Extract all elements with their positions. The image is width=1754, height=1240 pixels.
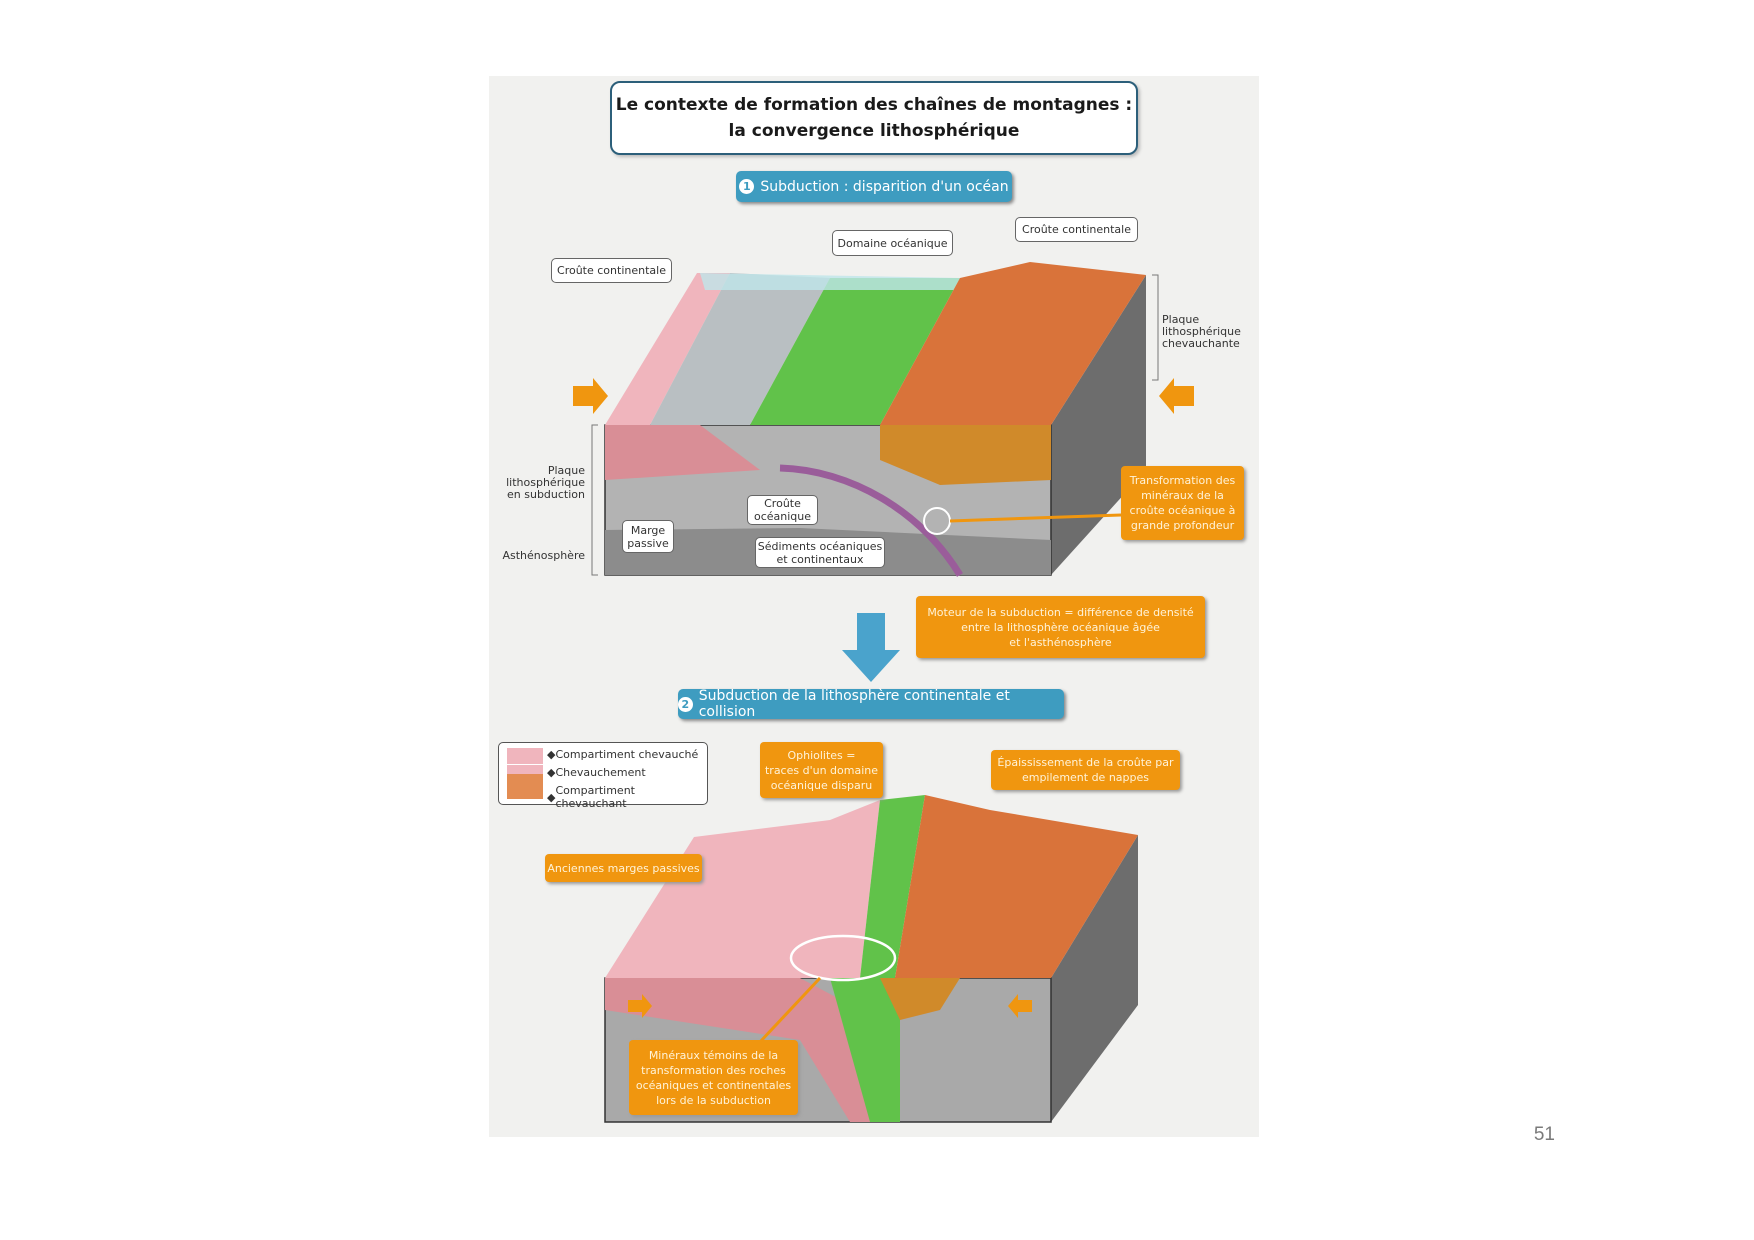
block1-top-grey	[650, 273, 830, 425]
mineral-witness-ellipse	[789, 934, 897, 982]
block1-water	[700, 273, 960, 290]
block2-pink-front	[605, 978, 900, 1122]
legend-label: Chevauchement	[555, 766, 646, 779]
label-plaque-chevauchante: Plaque lithosphérique chevauchante	[1162, 314, 1241, 350]
block-subduction	[573, 262, 1194, 577]
callout-line: entre la lithosphère océanique âgée	[961, 620, 1160, 634]
callout-line: empilement de nappes	[1021, 771, 1150, 784]
label-line: lithosphérique	[1162, 325, 1241, 338]
title-line-2: la convergence lithosphérique	[728, 121, 1020, 141]
label-line: Marge	[630, 523, 666, 537]
callout-line: Minéraux témoins de la	[648, 1048, 779, 1062]
legend-item: ◆Chevauchement	[547, 766, 646, 779]
section2-number: 2	[678, 696, 693, 712]
legend-swatch-chevauchement	[507, 765, 543, 783]
section1-heading: 1 Subduction : disparition d'un océan	[736, 171, 1012, 202]
block1-top-pink	[605, 273, 730, 425]
callout-line: transformation des roches	[641, 1063, 786, 1077]
callout-line: et l'asthénosphère	[1009, 635, 1112, 649]
callout-line: océaniques et continentales	[635, 1078, 792, 1092]
label-text: Domaine océanique	[837, 236, 948, 250]
callout-line: Anciennes marges passives	[547, 861, 700, 875]
label-line: et continentaux	[776, 552, 864, 566]
callout-ophiolites: Ophiolites = traces d'un domaine océaniq…	[760, 742, 883, 798]
callout-line: Transformation des	[1129, 474, 1236, 487]
label-line: en subduction	[507, 488, 585, 501]
transition-arrow-down	[842, 613, 900, 682]
push-arrow-right	[1159, 378, 1194, 414]
callout-line: grande profondeur	[1130, 519, 1235, 532]
legend-item: ◆Compartiment chevauché	[547, 748, 699, 761]
callout-epaississement: Épaississement de la croûte par empileme…	[991, 750, 1180, 790]
block2-top-pink	[605, 800, 880, 978]
label-line: Plaque	[547, 464, 585, 477]
callout-line: Ophiolites =	[787, 748, 856, 762]
label-plaque-subduction: Plaque lithosphérique en subduction	[490, 465, 585, 501]
section1-heading-text: Subduction : disparition d'un océan	[760, 178, 1009, 195]
legend-swatch-chevauche	[507, 748, 543, 764]
block1-pink-front	[605, 425, 760, 480]
callout-line: traces d'un domaine	[764, 763, 879, 777]
label-sediments: Sédiments océaniques et continentaux	[755, 537, 885, 568]
callout-line: croûte océanique à	[1129, 504, 1236, 517]
label-text: Croûte continentale	[1022, 223, 1131, 236]
label-line: Sédiments océaniques	[757, 539, 883, 553]
block1-top-orange	[880, 262, 1146, 425]
push-arrow-left	[573, 378, 608, 414]
section1-number: 1	[739, 179, 755, 194]
block1-top-green	[750, 278, 960, 425]
title-line-1: Le contexte de formation des chaînes de …	[615, 95, 1133, 115]
section2-heading: 2 Subduction de la lithosphère continent…	[678, 688, 1064, 720]
label-line: Plaque	[1162, 313, 1200, 326]
callout-line: lors de la subduction	[656, 1093, 771, 1107]
label-croute-oceanique: Croûte océanique	[747, 495, 818, 525]
page-number: 51	[1533, 1124, 1555, 1145]
push-arrow-right-2	[1008, 994, 1032, 1018]
label-croute-continentale-right: Croûte continentale	[1015, 217, 1138, 242]
callout-line: minéraux de la	[1141, 489, 1224, 502]
section2-heading-text: Subduction de la lithosphère continental…	[698, 688, 1010, 720]
block2-orange-front	[880, 978, 960, 1020]
label-croute-continentale-left: Croûte continentale	[551, 258, 672, 283]
callout-moteur: Moteur de la subduction = différence de …	[916, 596, 1205, 658]
label-line: Croûte	[764, 497, 801, 510]
label-marge-passive: Marge passive	[622, 520, 674, 553]
callout-anciennes-marges: Anciennes marges passives	[545, 854, 702, 882]
push-arrow-left-2	[628, 994, 652, 1018]
legend-label: Compartiment chevauché	[555, 748, 699, 761]
legend-swatch-chevauchant	[507, 783, 543, 799]
label-asthenosphere: Asthénosphère	[502, 549, 585, 562]
callout-transformation: Transformation des minéraux de la croûte…	[1121, 466, 1244, 540]
legend-label: Compartiment chevauchant	[555, 784, 635, 810]
block2-ophiolite-belt	[860, 795, 925, 978]
block1-right-face	[1051, 275, 1146, 575]
legend: ◆Compartiment chevauché ◆Chevauchement ◆…	[498, 742, 708, 810]
block1-slab	[779, 464, 963, 577]
label-line: chevauchante	[1162, 337, 1240, 350]
callout-line: Épaississement de la croûte par	[997, 756, 1174, 769]
page-title: Le contexte de formation des chaînes de …	[610, 81, 1138, 155]
label-line: océanique	[753, 510, 812, 523]
block1-orange-front	[880, 425, 1051, 485]
callout-mineraux: Minéraux témoins de la transformation de…	[629, 1040, 798, 1115]
callout-line: océanique disparu	[770, 778, 873, 792]
label-text: Croûte continentale	[557, 264, 666, 277]
label-line: passive	[627, 536, 669, 550]
block2-green-front	[830, 978, 900, 1122]
callout-line: Moteur de la subduction = différence de …	[927, 605, 1194, 619]
label-domaine-oceanique: Domaine océanique	[832, 230, 953, 256]
label-line: lithosphérique	[506, 476, 585, 489]
block2-top-orange	[895, 795, 1138, 978]
legend-item: ◆Compartiment chevauchant	[547, 784, 707, 810]
block2-right-face	[1051, 835, 1138, 1122]
